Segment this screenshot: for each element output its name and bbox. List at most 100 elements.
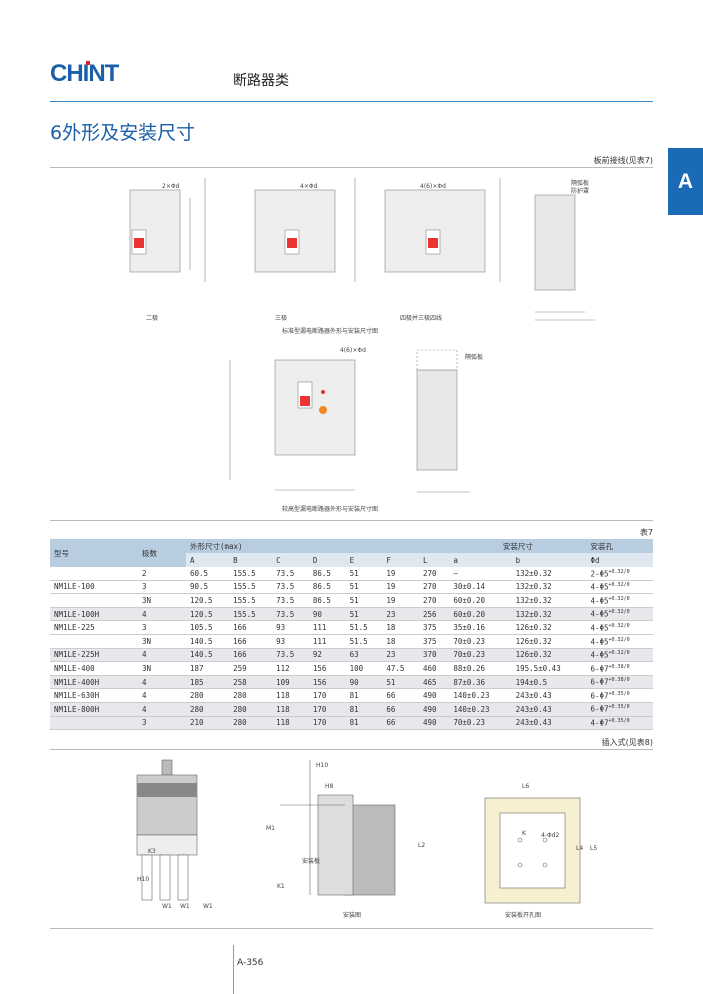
cell-model <box>50 716 138 731</box>
cell-value: 170 <box>308 688 346 703</box>
cell-model: NM1LE-800H <box>50 702 138 717</box>
cell-value: 51 <box>382 675 420 690</box>
cell-value: 70±0.23 <box>449 648 512 663</box>
cell-value: 105.5 <box>186 620 230 635</box>
cell-value: 259 <box>229 661 273 676</box>
cell-value: 170 <box>308 716 346 731</box>
cell-value: 166 <box>229 620 273 635</box>
cell-value: 280 <box>186 702 230 717</box>
cell-value: 490 <box>419 688 450 703</box>
cell-value: 73.5 <box>272 567 309 581</box>
header-install: 安装尺寸 <box>449 539 587 553</box>
cell-poles: 4 <box>138 675 186 690</box>
cell-value: 280 <box>229 702 273 717</box>
cell-value: 156 <box>308 661 346 676</box>
tall-side-view-drawing <box>416 349 470 493</box>
cell-value: 87±0.36 <box>449 675 512 690</box>
cell-value: 30±0.14 <box>449 580 512 595</box>
cell-value: 35±0.16 <box>449 620 512 635</box>
cell-model <box>50 593 138 608</box>
cell-value: 375 <box>419 620 450 635</box>
dimension-label: L2 <box>418 842 426 849</box>
cell-poles: 3 <box>138 620 186 635</box>
subheader: B <box>229 553 273 567</box>
cell-value: 270 <box>419 580 450 595</box>
cell-value: 93 <box>272 634 309 649</box>
cell-value: 51 <box>345 567 383 581</box>
panel-label: 安装板 <box>302 858 321 865</box>
cell-value: 4-Φ5+0.32/0 <box>586 620 653 635</box>
cell-value: 140.5 <box>186 634 230 649</box>
cell-value: 270 <box>419 567 450 581</box>
tolerance: +0.38/0 <box>608 677 630 684</box>
cell-value: 155.5 <box>229 593 273 608</box>
cell-value: 4-Φ7+0.35/0 <box>586 716 653 731</box>
cell-value: 109 <box>272 675 309 690</box>
cell-value: 86.5 <box>308 580 346 595</box>
subheader: a <box>449 553 512 567</box>
cell-value: 90.5 <box>186 580 230 595</box>
tolerance: +0.35/0 <box>608 718 630 725</box>
cell-value: 243±0.43 <box>511 716 587 731</box>
cell-value: 6-Φ7+0.35/0 <box>586 688 653 703</box>
dimension-label: W1 <box>162 903 172 910</box>
caption-panel: 安装板开孔图 <box>505 912 542 919</box>
cell-poles: 3N <box>138 593 186 608</box>
cell-value: 490 <box>419 702 450 717</box>
cell-value: 90 <box>308 607 346 622</box>
dimension-label: 4-Φd2 <box>541 832 560 839</box>
header-hole: 安装孔 <box>586 539 653 553</box>
cell-value: 100 <box>345 661 383 676</box>
cell-model <box>50 634 138 649</box>
cell-poles: 3N <box>138 634 186 649</box>
hole-label: 4×Φd <box>300 183 318 190</box>
cell-poles: 3 <box>138 716 186 731</box>
cell-poles: 3N <box>138 661 186 676</box>
tall-type-drawing <box>229 359 356 491</box>
cell-value: 120.5 <box>186 593 230 608</box>
cell-value: 19 <box>382 567 420 581</box>
cell-poles: 4 <box>138 688 186 703</box>
cell-model: NM1LE-225 <box>50 620 138 635</box>
dimension-label: H10 <box>137 876 150 883</box>
cell-value: 140.5 <box>186 648 230 663</box>
dimension-label: K3 <box>148 848 156 855</box>
cell-value: 70±0.23 <box>449 716 512 731</box>
three-pole-drawing <box>254 178 356 282</box>
cell-value: 126±0.32 <box>511 648 587 663</box>
caption-three-pole: 三极 <box>275 315 288 322</box>
cell-value: 60.5 <box>186 567 230 581</box>
cell-value: 111 <box>308 634 346 649</box>
cell-model: NM1LE-100H <box>50 607 138 622</box>
subheader: C <box>272 553 309 567</box>
four-pole-drawing <box>384 178 501 282</box>
cell-value: 243±0.43 <box>511 702 587 717</box>
cell-poles: 4 <box>138 648 186 663</box>
cell-value: 60±0.20 <box>449 607 512 622</box>
cell-value: 132±0.32 <box>511 607 587 622</box>
tolerance: +0.32/0 <box>608 582 630 589</box>
cell-value: 73.5 <box>272 648 309 663</box>
cell-poles: 3 <box>138 580 186 595</box>
cell-value: 465 <box>419 675 450 690</box>
cell-value: 166 <box>229 648 273 663</box>
cell-value: 47.5 <box>382 661 420 676</box>
subheader: Φd <box>586 553 653 567</box>
cell-value: 2-Φ5+0.32/0 <box>586 567 653 581</box>
cell-value: 19 <box>382 580 420 595</box>
cell-value: 280 <box>229 688 273 703</box>
plugin-front-drawing <box>136 759 198 901</box>
section-title: 6外形及安装尺寸 <box>50 122 196 144</box>
divider <box>50 520 653 521</box>
cell-model: NM1LE-630H <box>50 688 138 703</box>
side-tab[interactable]: A <box>668 148 703 215</box>
